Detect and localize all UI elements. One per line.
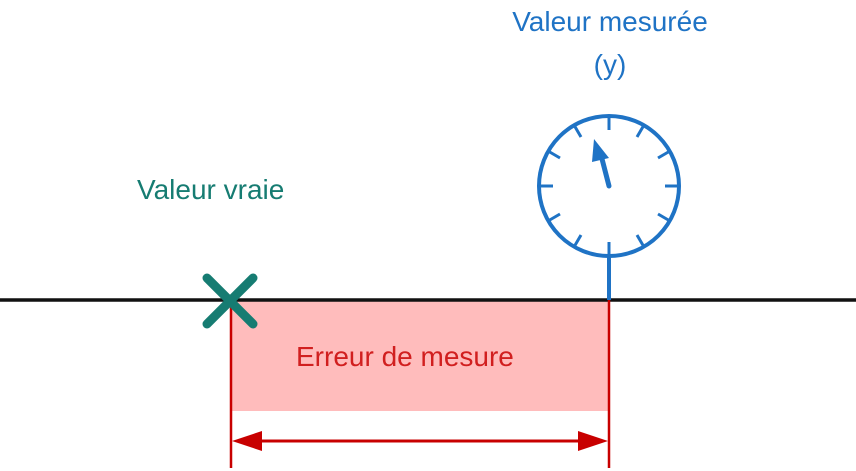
error-span-arrow (232, 431, 608, 451)
gauge-needle (592, 139, 612, 189)
measured-symbol-label: (y) (593, 49, 627, 80)
measured-value-label: Valeur mesurée (512, 6, 708, 37)
true-value-label: Valeur vraie (137, 174, 285, 205)
measurement-error-label: Erreur de mesure (296, 341, 514, 372)
cross-marker-icon (202, 273, 258, 329)
gauge-icon (537, 114, 681, 300)
error-area (231, 301, 609, 411)
